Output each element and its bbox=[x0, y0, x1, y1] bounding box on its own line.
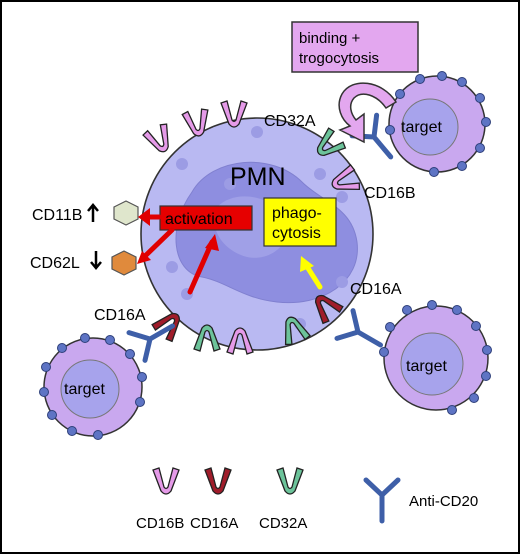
activation-signal-arrow-icon bbox=[187, 239, 215, 295]
legend-cd16a-icon bbox=[204, 467, 232, 495]
cd62l-shedding-arrow-icon bbox=[139, 227, 175, 262]
cd32a-label-top: CD32A bbox=[264, 113, 316, 130]
legend-anti-cd20-icon bbox=[366, 480, 398, 521]
target-label-right: target bbox=[406, 358, 447, 375]
legend-cd32a-label: CD32A bbox=[259, 515, 307, 532]
granule bbox=[176, 158, 188, 170]
up-arrow-icon bbox=[87, 203, 99, 222]
target-label-left: target bbox=[64, 381, 105, 398]
legend-cd16b-label: CD16B bbox=[136, 515, 184, 532]
granule bbox=[166, 261, 178, 273]
legend-cd16a-label: CD16A bbox=[190, 515, 238, 532]
granule bbox=[251, 126, 263, 138]
down-arrow-icon bbox=[90, 251, 102, 270]
legend-anti-cd20-label: Anti-CD20 bbox=[409, 493, 478, 510]
arrowhead bbox=[137, 251, 151, 264]
granule bbox=[224, 178, 236, 190]
arrowhead bbox=[300, 256, 314, 272]
cd62l-label: CD62L bbox=[30, 255, 80, 272]
target-cell-top bbox=[385, 71, 491, 177]
target-cell-left bbox=[39, 333, 147, 440]
phago-line1: phago- bbox=[272, 205, 322, 222]
target-cell-right bbox=[379, 300, 492, 415]
legend-cd32a-icon bbox=[276, 467, 304, 495]
binding-line1: binding + bbox=[299, 30, 361, 47]
arrowhead bbox=[138, 208, 150, 226]
granule bbox=[314, 168, 326, 180]
legend-cd16b-icon bbox=[152, 467, 180, 495]
phago-line2: cytosis bbox=[272, 225, 321, 242]
activation-label: activation bbox=[165, 211, 233, 228]
activation-box bbox=[159, 205, 253, 231]
binding-line2: trogocytosis bbox=[299, 50, 379, 67]
cd16b-label-top: CD16B bbox=[364, 185, 416, 202]
binding-box bbox=[291, 21, 419, 73]
arrowhead bbox=[205, 234, 219, 251]
cd16a-label-right: CD16A bbox=[350, 281, 402, 298]
legend: CD16B CD16A CD32A Anti-CD20 bbox=[136, 467, 478, 532]
trogocytosis-arrow-icon bbox=[338, 82, 398, 144]
pmn-title: PMN bbox=[230, 163, 286, 191]
phagocytosis-arrow-icon bbox=[303, 262, 323, 290]
cd62l-marker-icon bbox=[111, 250, 137, 276]
target-label-top: target bbox=[401, 119, 442, 136]
cd16a-label-left: CD16A bbox=[94, 307, 146, 324]
phago-box bbox=[263, 197, 337, 247]
cd16b-receptor bbox=[141, 121, 178, 158]
cd11b-label: CD11B bbox=[32, 207, 82, 224]
granule bbox=[336, 191, 348, 203]
granule bbox=[336, 276, 348, 288]
cd11b-marker-icon bbox=[113, 200, 139, 226]
